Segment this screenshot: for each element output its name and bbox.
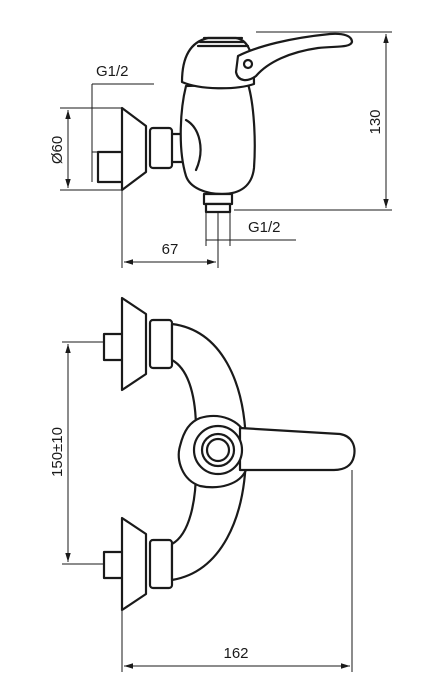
wall-flange [120, 106, 148, 192]
dim-spacing: 150±10 [49, 427, 66, 477]
dim-height: 130 [367, 109, 384, 134]
bottom-inlet-pipe [102, 550, 124, 580]
aerator-middle-ring [200, 432, 236, 468]
mixer-body [179, 82, 256, 196]
dim-depth: 67 [162, 241, 179, 258]
top-nut [148, 318, 174, 370]
connection-nut [148, 126, 174, 170]
aerator-inner-ring [205, 437, 231, 463]
dim-width: 162 [223, 645, 248, 662]
body-detail [184, 118, 202, 172]
dim-thread-bottom: G1/2 [248, 219, 281, 236]
front-lever [238, 426, 356, 472]
cap-ridges [196, 36, 250, 48]
dim-diameter: Ø60 [49, 136, 66, 164]
inlet-pipe [96, 150, 124, 184]
dim-thread-top: G1/2 [96, 63, 129, 80]
outlet-thread [204, 202, 232, 214]
bottom-flange [120, 516, 148, 612]
lever-handle [234, 32, 354, 82]
top-flange [120, 296, 148, 392]
handle-screw [242, 58, 254, 70]
top-inlet-pipe [102, 332, 124, 362]
front-view: 150±10 162 [49, 296, 356, 672]
side-view: 130 Ø60 G1/2 G1/2 67 [49, 31, 392, 268]
bottom-nut [148, 538, 174, 590]
outlet-nipple [202, 192, 234, 206]
